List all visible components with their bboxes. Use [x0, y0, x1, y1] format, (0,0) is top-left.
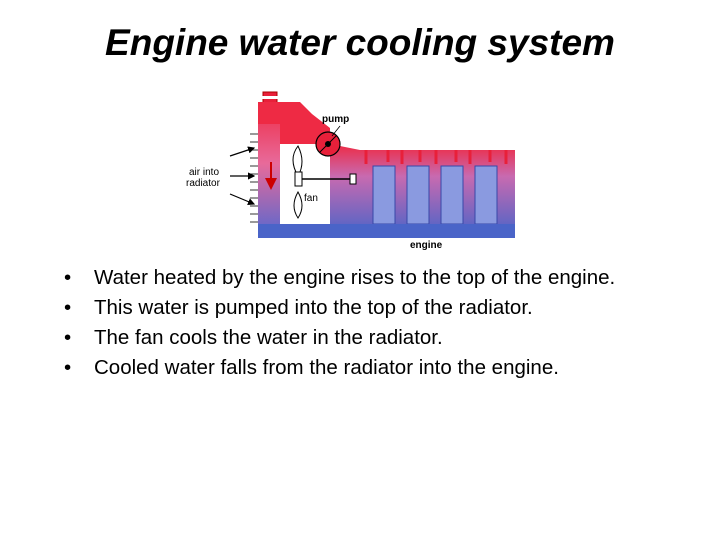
fan [292, 145, 357, 219]
bullet-item: • The fan cools the water in the radiator… [58, 326, 678, 350]
cooling-system-diagram: pump air into radiator fan engine [180, 84, 525, 254]
bullet-text: The fan cools the water in the radiator. [94, 326, 443, 349]
bullet-list: • Water heated by the engine rises to the… [58, 266, 678, 386]
radiator [250, 91, 515, 238]
pump-label: pump [322, 114, 349, 125]
bullet-item: • Cooled water falls from the radiator in… [58, 356, 678, 380]
engine-block [330, 144, 515, 236]
air-label-line1: air into [189, 167, 219, 178]
bullet-text: This water is pumped into the top of the… [94, 296, 533, 319]
bullet-glyph: • [64, 356, 72, 379]
slide-title: Engine water cooling system [105, 22, 615, 63]
bullet-text: Cooled water falls from the radiator int… [94, 356, 559, 379]
fan-label: fan [304, 193, 318, 204]
bullet-item: • Water heated by the engine rises to the… [58, 266, 678, 290]
cooling-diagram-svg: pump air into radiator fan engine [186, 91, 515, 251]
bullet-text: Water heated by the engine rises to the … [94, 266, 616, 289]
bullet-glyph: • [64, 266, 72, 289]
air-label-line2: radiator [186, 178, 221, 189]
bullet-item: • This water is pumped into the top of th… [58, 296, 678, 320]
bullet-glyph: • [64, 326, 72, 349]
pump [315, 131, 341, 157]
engine-label: engine [410, 240, 443, 251]
bullet-glyph: • [64, 296, 72, 319]
air-arrows [229, 146, 256, 206]
